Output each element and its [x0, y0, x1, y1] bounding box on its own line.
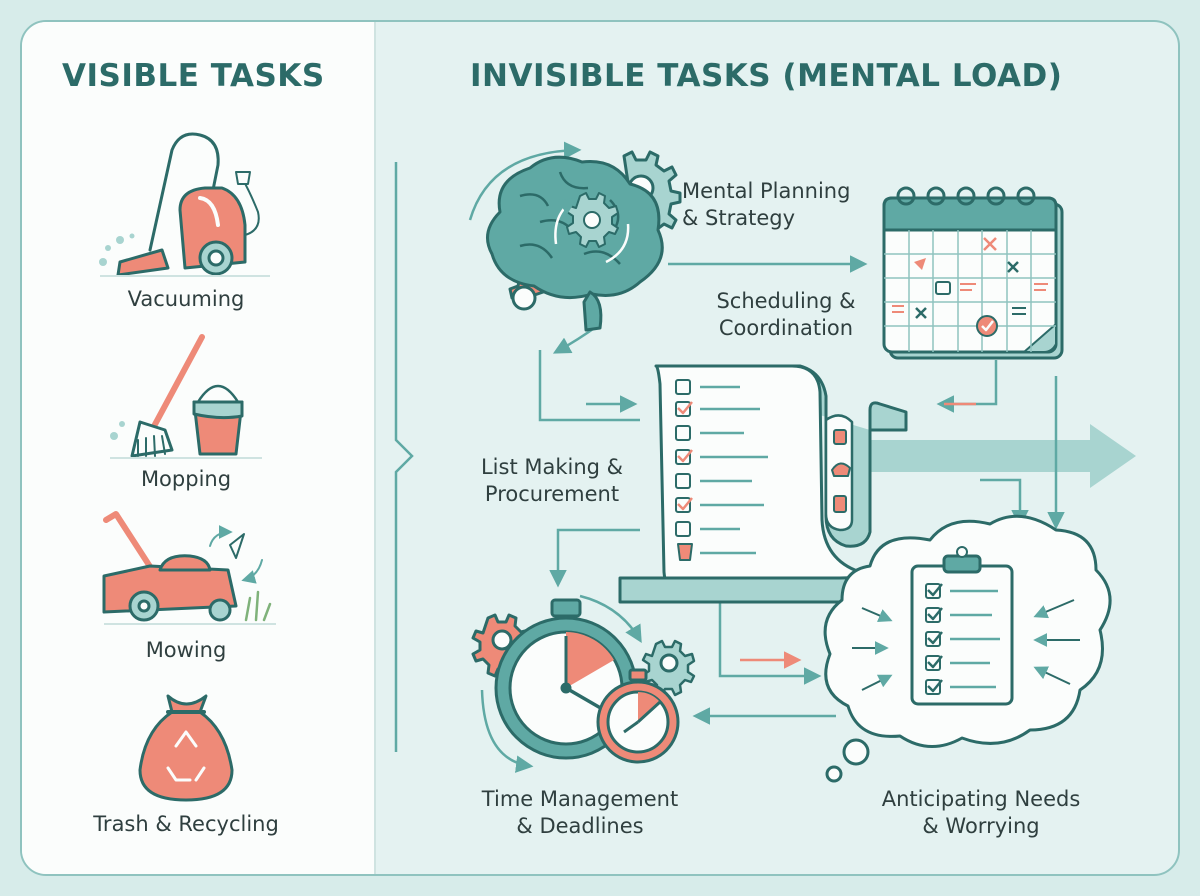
thought-cloud-clipboard-icon: [823, 514, 1112, 783]
grouping-brace: [394, 162, 414, 752]
trash-recycling-label: Trash & Recycling: [93, 812, 279, 836]
trash-bag-icon: [138, 694, 234, 802]
mop-bucket-icon: [110, 334, 244, 458]
vacuum-icon: [99, 132, 260, 277]
list-making-label: List Making & Procurement: [480, 455, 624, 506]
time-management-label: Time Management & Deadlines: [481, 787, 679, 838]
mopping-label: Mopping: [140, 467, 232, 491]
checklist-scroll-icon: [618, 364, 908, 604]
invisible-tasks-heading: INVISIBLE TASKS (MENTAL LOAD): [470, 58, 1063, 94]
visible-tasks-heading: VISIBLE TASKS: [62, 58, 325, 94]
lawn-mower-icon: [102, 511, 272, 622]
mowing-label: Mowing: [145, 638, 227, 662]
mental-planning-label: Mental Planning & Strategy: [682, 179, 851, 230]
calendar-icon: [882, 186, 1064, 360]
big-flow-arrow: [858, 424, 1136, 488]
anticipating-needs-label: Anticipating Needs & Worrying: [881, 787, 1081, 838]
coral-arrows: [740, 402, 976, 669]
stopwatch-icon: [471, 598, 696, 764]
scheduling-label: Scheduling & Coordination: [716, 289, 856, 340]
brain-gears-icon: [486, 150, 682, 332]
vacuuming-label: Vacuuming: [127, 287, 245, 311]
